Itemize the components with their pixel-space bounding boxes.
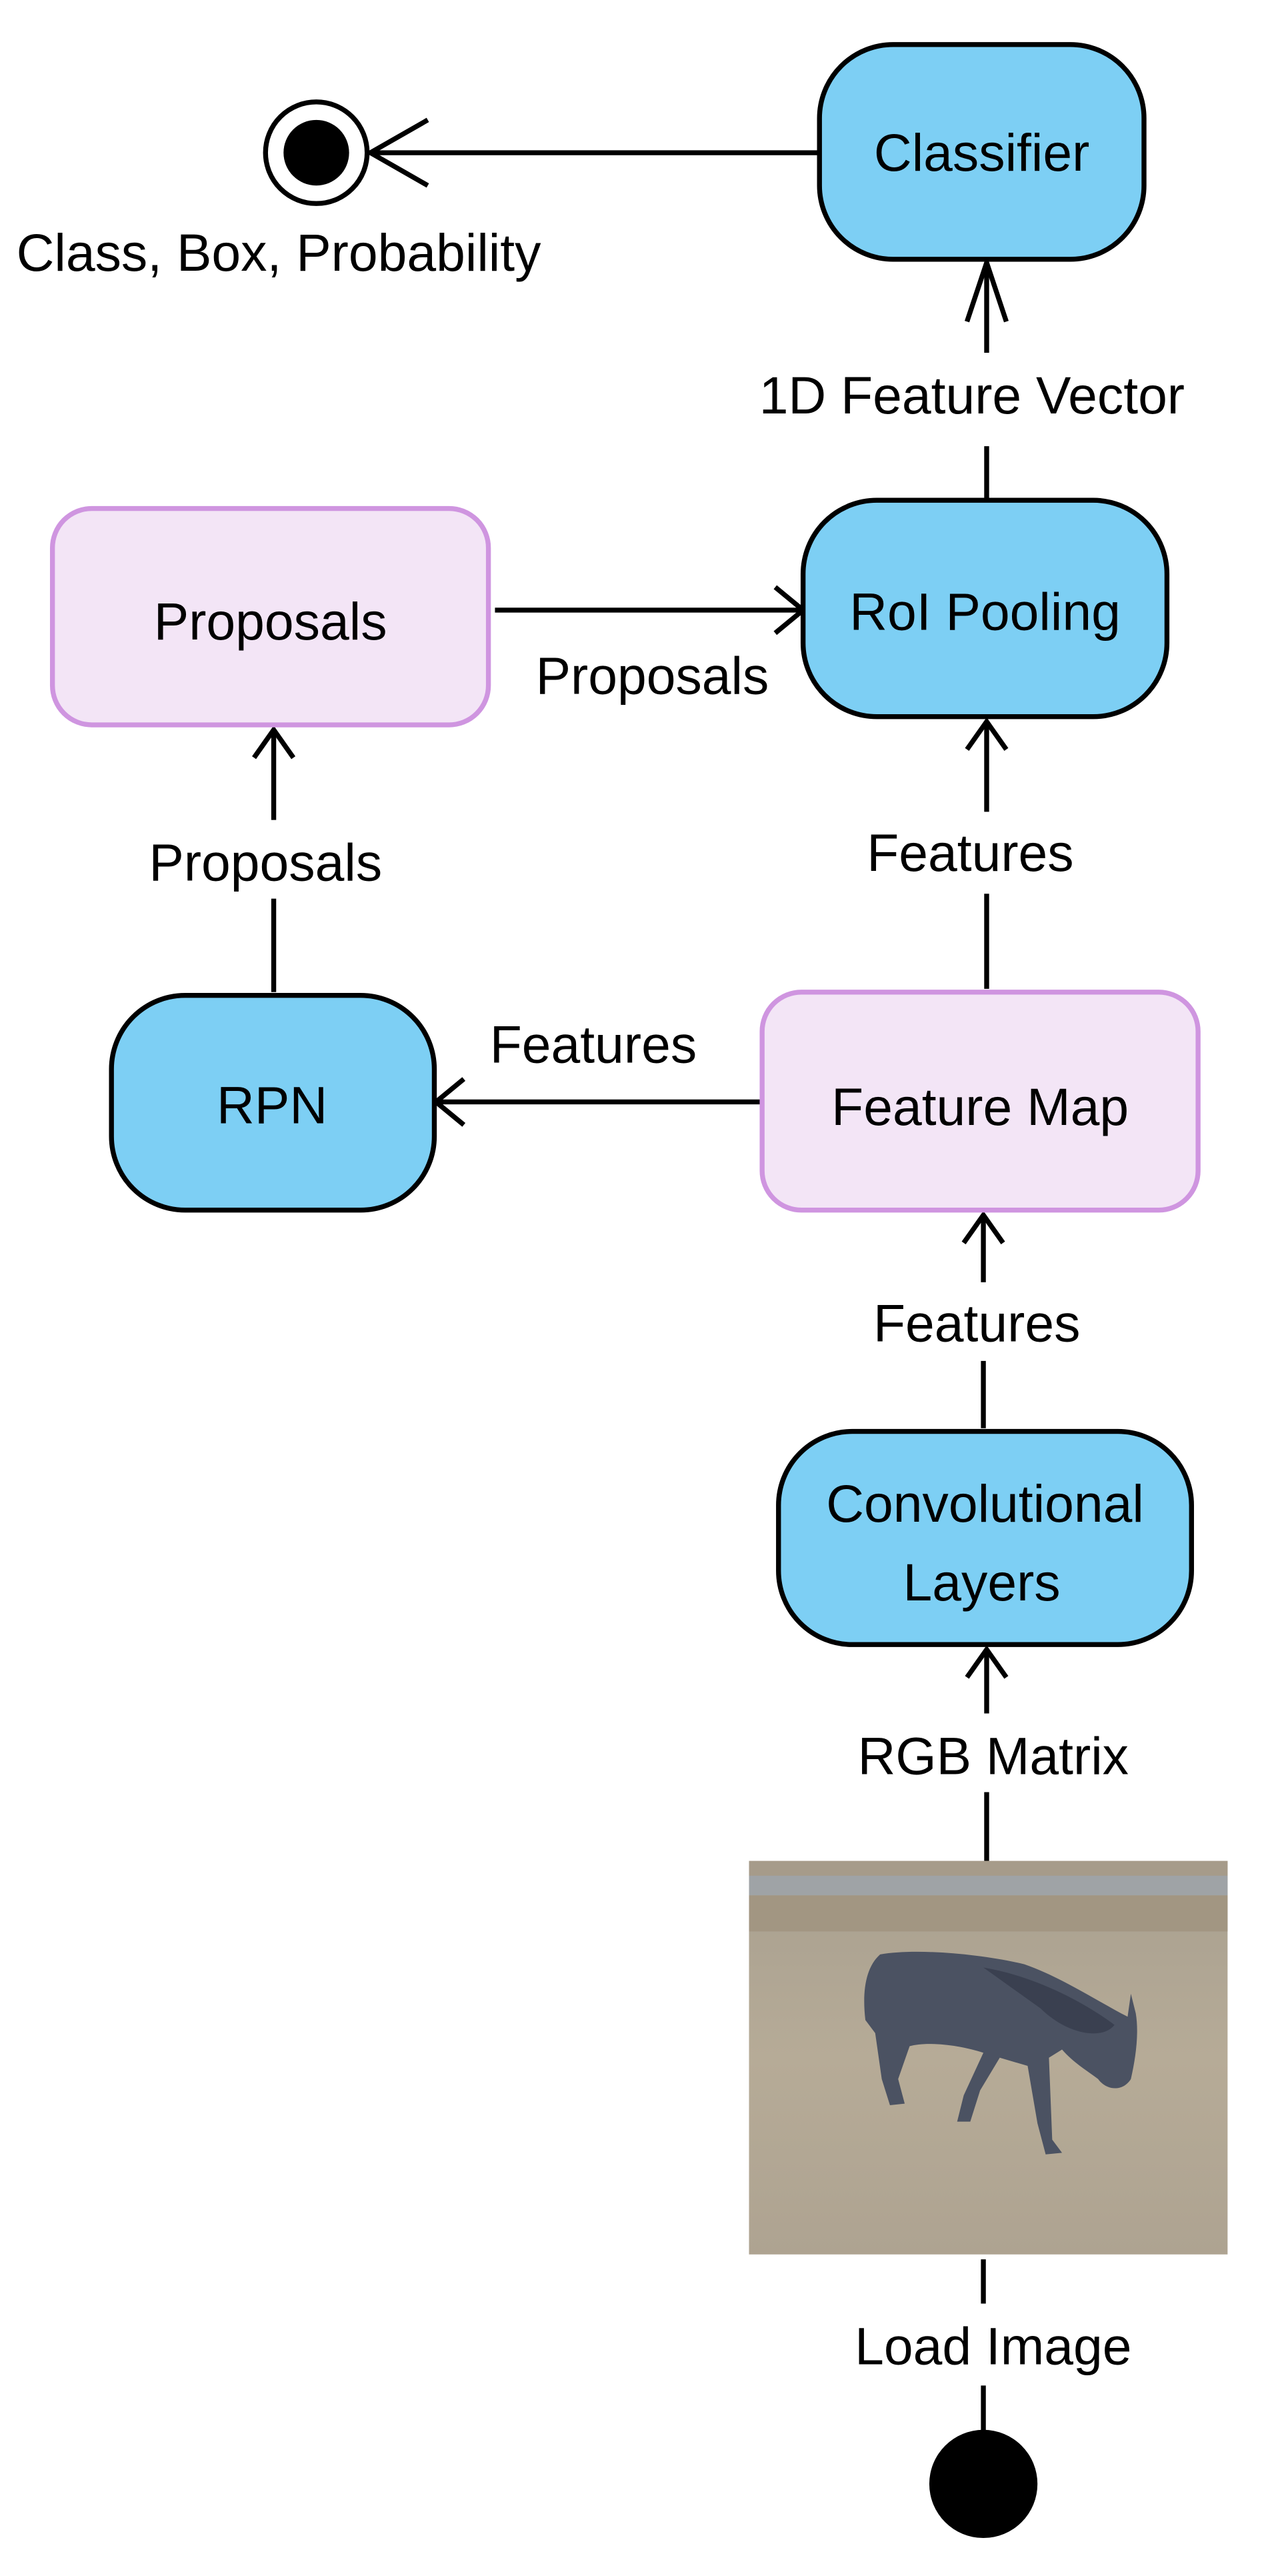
wildebeest-photo xyxy=(749,1860,1228,2255)
roi-pooling-label: RoI Pooling xyxy=(849,582,1121,641)
conv-label-line2: Layers xyxy=(903,1553,1061,1612)
edge-proposals-to-roi xyxy=(495,585,807,635)
edge-label-features-to-featuremap: Features xyxy=(873,1294,1080,1352)
edge-classifier-to-final xyxy=(365,117,820,188)
edge-label-proposals-from-rpn: Proposals xyxy=(149,834,382,892)
edge-conv-to-featuremap xyxy=(961,1210,1005,1428)
rpn-label: RPN xyxy=(217,1076,327,1134)
convolutional-layers-node: Convolutional Layers xyxy=(776,1428,1194,1647)
edge-label-proposals-to-roi: Proposals xyxy=(536,646,769,705)
edge-label-rgb-matrix: RGB Matrix xyxy=(858,1726,1129,1785)
feature-map-label: Feature Map xyxy=(831,1078,1129,1136)
final-node-icon xyxy=(263,99,370,206)
classifier-node: Classifier xyxy=(817,42,1147,262)
edge-label-features-to-rpn: Features xyxy=(490,1015,697,1074)
edge-label-1d-feature-vector: 1D Feature Vector xyxy=(759,366,1185,425)
classifier-label: Classifier xyxy=(874,123,1089,182)
roi-pooling-node: RoI Pooling xyxy=(800,497,1170,720)
final-node-label: Class, Box, Probability xyxy=(17,223,542,282)
edge-rpn-to-proposals xyxy=(252,726,296,992)
edge-label-load-image: Load Image xyxy=(855,2317,1131,2375)
edge-label-features-to-roi: Features xyxy=(867,824,1073,882)
edge-roi-to-classifier xyxy=(964,255,1009,501)
rpn-node: RPN xyxy=(109,992,437,1213)
conv-label-line1: Convolutional xyxy=(826,1474,1144,1533)
edge-featuremap-to-rpn xyxy=(432,1077,763,1127)
proposals-object-label: Proposals xyxy=(154,592,387,651)
feature-map-node: Feature Map xyxy=(759,990,1201,1213)
initial-node-icon xyxy=(929,2429,1038,2539)
edge-featuremap-to-roi xyxy=(965,717,1009,989)
edge-image-to-conv xyxy=(965,1645,1009,1861)
proposals-object-node: Proposals xyxy=(49,505,491,728)
